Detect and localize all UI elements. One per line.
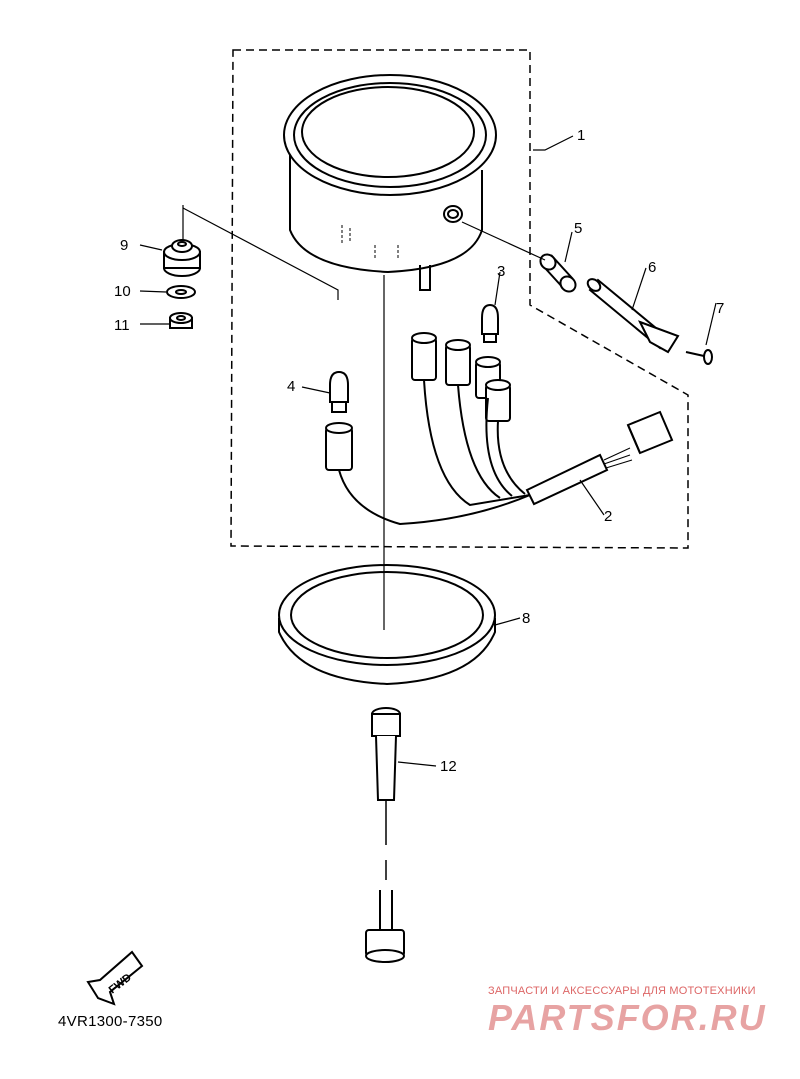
callout-7: 7: [716, 300, 724, 317]
part-code: 4VR1300-7350: [58, 1013, 163, 1030]
damper-axis: [461, 221, 546, 261]
callout-12: 12: [440, 758, 457, 775]
callout-leaders: [139, 135, 717, 767]
callout-4: 4: [287, 378, 295, 395]
fwd-arrow-icon: FWD: [86, 950, 144, 1006]
callout-1: 1: [577, 127, 585, 144]
washer: [166, 285, 196, 299]
callout-5: 5: [574, 220, 582, 237]
watermark-logo: PARTSFOR.RU: [488, 997, 767, 1038]
callout-9: 9: [120, 237, 128, 254]
callout-8: 8: [522, 610, 530, 627]
grommet: [163, 239, 201, 277]
bulb-3: [481, 303, 499, 343]
callout-6: 6: [648, 259, 656, 276]
assembly-boundary: [230, 49, 689, 549]
callout-3: 3: [497, 263, 505, 280]
watermark-tagline: ЗАПЧАСТИ И АКСЕССУАРЫ ДЛЯ МОТОТЕХНИКИ: [488, 985, 756, 997]
seal-ring: [278, 564, 496, 686]
speedometer-cable: [365, 707, 405, 963]
screw: [685, 349, 713, 365]
bulb-4: [329, 370, 349, 413]
callout-10: 10: [114, 283, 131, 300]
collar: [586, 278, 680, 354]
callout-2: 2: [604, 508, 612, 525]
damper: [539, 253, 577, 293]
wire-harness: [325, 332, 674, 526]
nut: [169, 312, 193, 329]
callout-11: 11: [114, 317, 130, 334]
meter-case: [283, 74, 497, 291]
mount-leader: [182, 207, 339, 300]
